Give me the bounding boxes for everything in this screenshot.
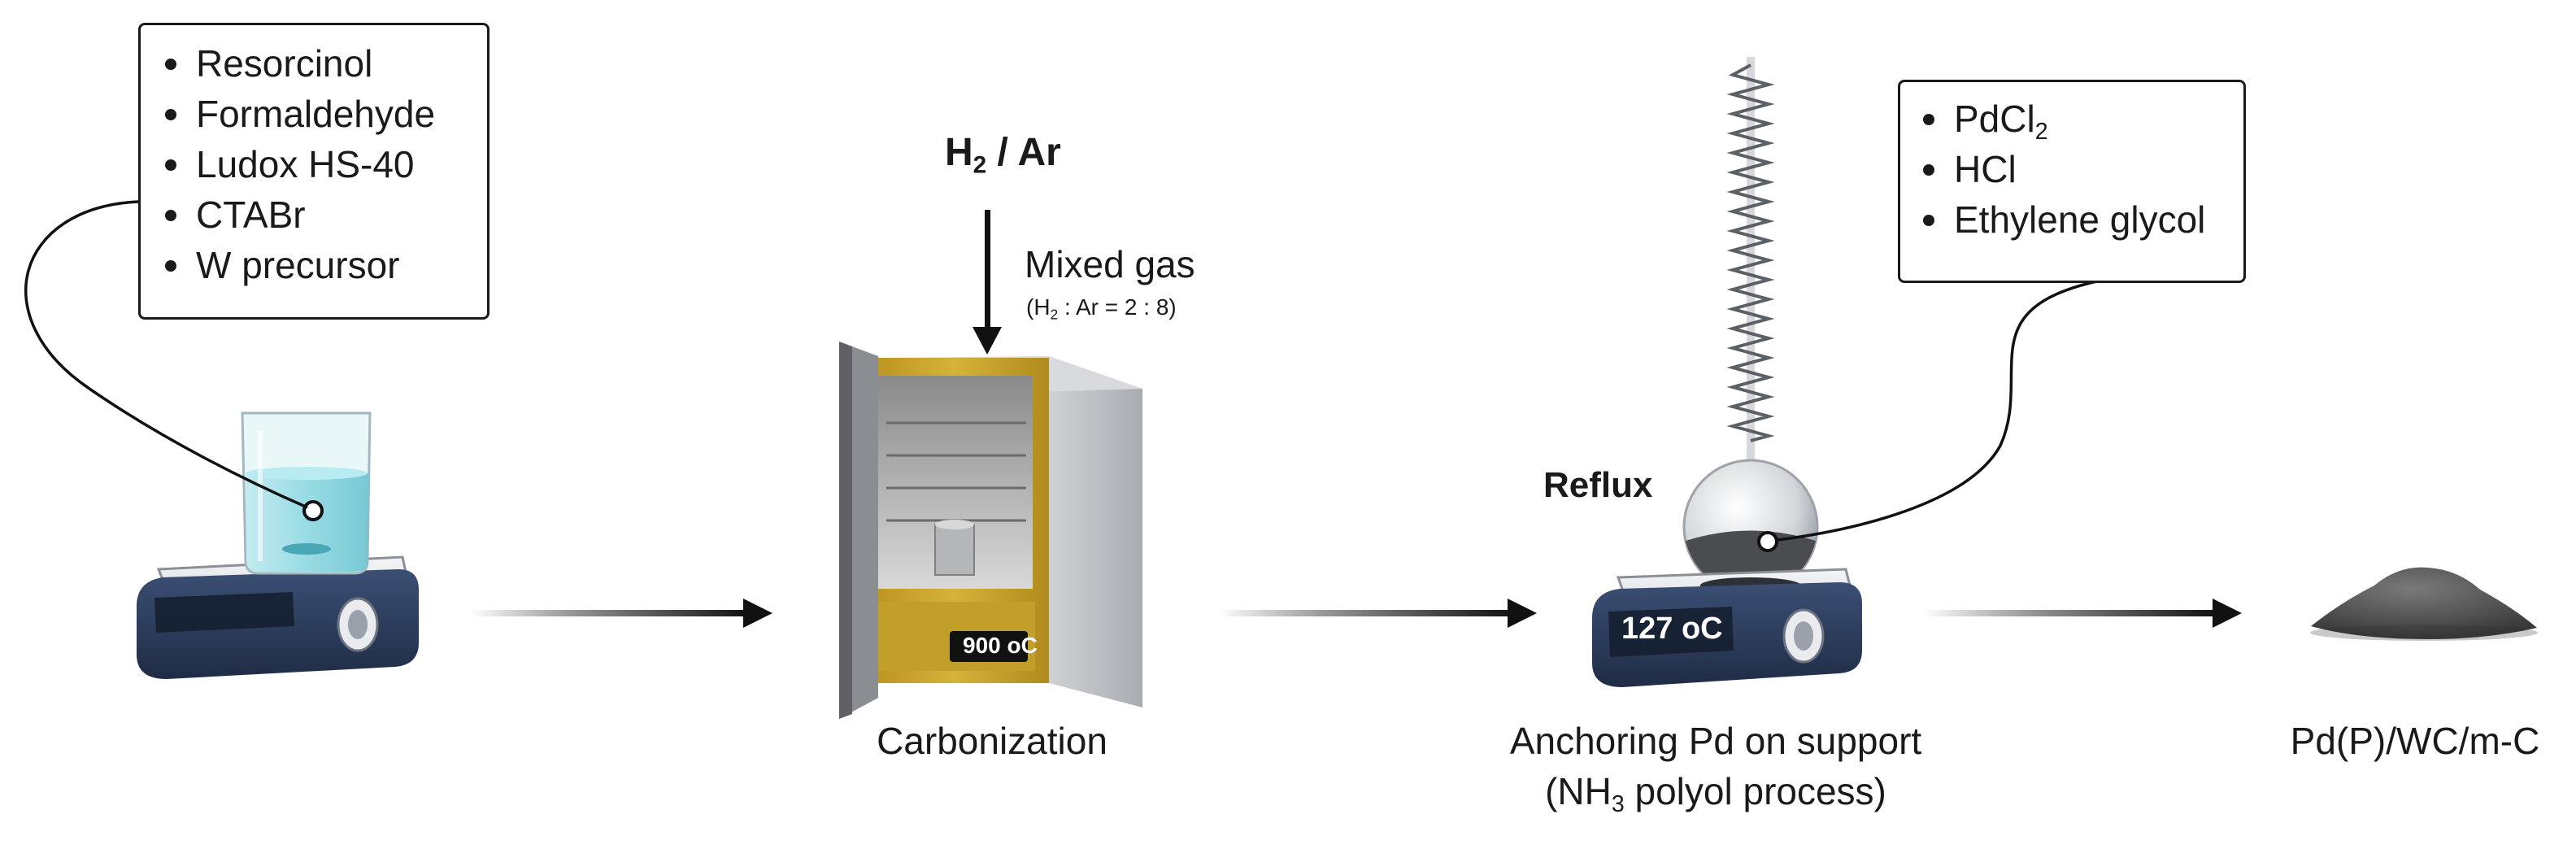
callout-dot-1	[302, 500, 324, 521]
step-caption-carbonization: Carbonization	[877, 720, 1107, 762]
reagent-item: W precursor	[165, 240, 487, 290]
step-caption-anchoring: Anchoring Pd on support (NH3 polyol proc…	[1488, 716, 1943, 816]
process-arrow-2	[1218, 599, 1537, 628]
callout-dot-2	[1757, 531, 1778, 552]
reagent-item: CTABr	[165, 189, 487, 240]
step-caption-anchoring-line2: (NH3 polyol process)	[1545, 770, 1886, 818]
gas-atmosphere-label: H2 / Ar	[945, 131, 1061, 179]
callout-line-1	[24, 200, 308, 509]
reagent-item: PdCl2	[1923, 94, 2243, 144]
stirrer-hotplate-2	[1592, 568, 1862, 687]
reagents-list-box-1: Resorcinol Formaldehyde Ludox HS-40 CTAB…	[138, 23, 490, 320]
process-arrow-3	[1923, 599, 2242, 628]
reagent-item: Formaldehyde	[165, 89, 487, 139]
beaker	[241, 411, 372, 575]
reflux-label: Reflux	[1543, 465, 1653, 505]
reagents-list-box-2: PdCl2 HCl Ethylene glycol	[1898, 80, 2246, 283]
gas-inlet-arrow	[973, 210, 1002, 355]
product-caption: Pd(P)/WC/m-C	[2290, 720, 2540, 762]
reagent-item: Resorcinol	[165, 38, 487, 89]
reagent-item: Ludox HS-40	[165, 139, 487, 189]
callout-line-2	[1777, 279, 2101, 542]
mixed-gas-label: Mixed gas	[1025, 243, 1195, 285]
mixed-gas-ratio: (H2 : Ar = 2 : 8)	[1026, 294, 1177, 323]
reagent-item: HCl	[1923, 144, 2243, 194]
process-arrow-1	[470, 599, 772, 628]
furnace-temperature-display: 900 oC	[963, 633, 1038, 658]
tube-furnace	[839, 342, 1142, 719]
hotplate-temperature-display: 127 oC	[1621, 612, 1723, 646]
step-caption-anchoring-line1: Anchoring Pd on support	[1509, 720, 1922, 762]
reagent-item: Ethylene glycol	[1923, 194, 2243, 245]
reflux-condenser	[1726, 57, 1775, 500]
stirrer-hotplate-1	[137, 555, 419, 679]
product-powder-pile	[2310, 567, 2538, 641]
